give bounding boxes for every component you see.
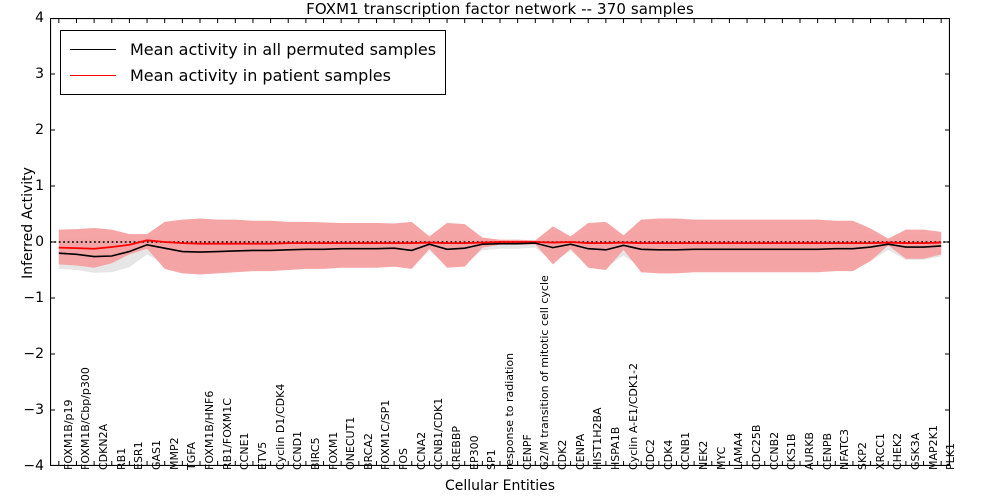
patient-mean-line [58,239,942,250]
x-tick-label: CDK2 [555,439,569,470]
x-tick-label: CKS1B [785,433,799,470]
legend-label: Mean activity in patient samples [130,65,391,85]
x-tick-label: CCNB2 [767,431,781,470]
y-tick-label: 2 [35,122,44,138]
x-tick-label: ESR1 [132,441,146,470]
x-tick-label: HSPA1B [608,426,622,470]
x-tick-label: GSK3A [908,432,922,470]
patient-band-layer [58,218,942,275]
legend-label: Mean activity in all permuted samples [130,39,437,59]
x-tick-label: XRCC1 [873,433,887,470]
x-tick-label: CENPA [573,433,587,470]
permuted-mean-line [58,242,942,258]
x-tick-label: LAMA4 [732,432,746,470]
legend-line-swatch [70,48,116,50]
plot-svg [50,18,950,466]
x-tick-label: MMP2 [167,437,181,470]
x-tick-label: CHEK2 [891,432,905,470]
x-tick-label: CENPF [520,434,534,470]
x-tick-label: MYC [714,446,728,470]
y-tick-label: 1 [35,178,44,194]
x-tick-label: response to radiation [503,352,516,470]
x-tick-label: FOXM1 [326,431,340,470]
x-tick-label: FOXM1B/p19 [61,399,75,470]
x-tick-label: ETV5 [255,441,269,470]
y-tick-label: 0 [35,234,44,250]
x-tick-label: MAP2K1 [926,425,940,470]
y-tick-label: −2 [23,346,44,362]
x-tick-label: NFATC3 [838,429,852,470]
x-tick-label: HIST1H2BA [591,407,605,470]
chart-title: FOXM1 transcription factor network -- 37… [306,0,694,18]
x-tick-label: CDKN2A [97,423,111,470]
x-tick-label: Cyclin D1/CDK4 [273,383,287,470]
x-tick-label: CENPB [820,432,834,470]
legend-line-swatch [70,74,116,76]
y-axis-tick-labels: 4 3 2 1 0 −1 −2 −3 −4 [0,11,44,473]
x-tick-label: FOXM1B/Cbp/p300 [79,367,93,470]
x-tick-label: BRCA2 [361,433,375,470]
legend-item: Mean activity in all permuted samples [70,36,436,62]
x-tick-label: RB1/FOXM1C [220,398,234,470]
x-tick-label: CCNB1/CDK1 [432,397,446,470]
x-tick-label: EP300 [467,435,481,470]
x-tick-label: PLK1 [944,443,958,470]
x-tick-label: SKP2 [855,442,869,470]
x-tick-label: RB1 [114,447,128,470]
y-tick-label: −3 [23,402,44,418]
x-tick-label: CCNE1 [238,432,252,470]
x-tick-label: CCNB1 [679,431,693,470]
x-tick-label: G2/M transition of mitotic cell cycle [538,275,552,470]
x-tick-label: FOS [397,448,411,470]
x-tick-label: CDC2 [644,439,658,470]
y-tick-label: 4 [35,10,44,26]
x-axis-label: Cellular Entities [444,478,556,494]
x-tick-label: CCND1 [291,430,305,470]
legend-item: Mean activity in patient samples [70,62,436,88]
y-tick-label: −4 [23,458,44,474]
x-tick-label: Cyclin A-E1/CDK1-2 [626,362,640,470]
x-tick-label: NEK2 [697,440,711,470]
y-tick-label: 3 [35,66,44,82]
x-tick-label: CDK4 [661,439,675,470]
x-tick-label: FOXM1C/SP1 [379,399,393,470]
x-tick-label: TGFA [185,441,199,470]
x-tick-label: CDC25B [750,424,764,470]
x-tick-label: FOXM1B/HNF6 [203,390,216,470]
plot-area [50,18,950,466]
x-tick-label: SP1 [485,449,499,470]
axis-tick-marks [50,18,950,466]
x-tick-label: AURKB [803,432,816,470]
x-tick-label: GAS1 [150,439,164,470]
x-tick-label: BIRC5 [308,437,322,470]
x-tick-label: CCNA2 [414,431,428,470]
x-tick-label: CREBBP [450,426,464,470]
y-tick-label: −1 [23,290,44,306]
x-tick-label: ONECUT1 [344,416,358,470]
patient-std-band [58,218,942,275]
